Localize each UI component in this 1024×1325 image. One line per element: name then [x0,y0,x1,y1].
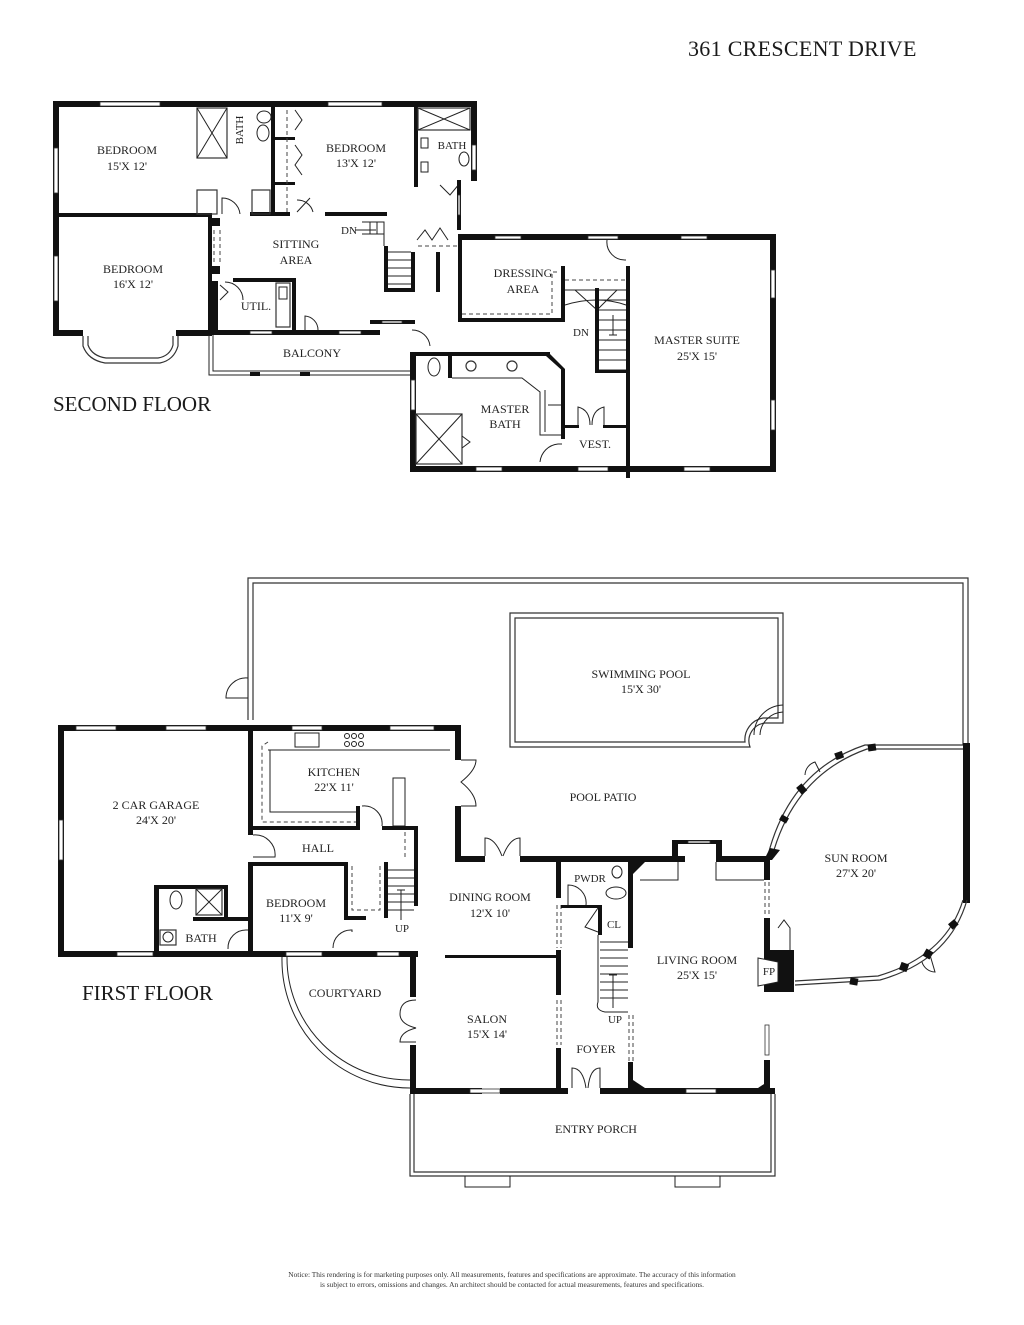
room-label-sitting: SITTING [273,237,320,251]
stair-icon [355,221,411,285]
room-label-bedroom-b: BEDROOM [326,141,386,155]
room-size-sunroom: 27'X 20' [836,866,876,880]
room-label-pool-patio: POOL PATIO [570,790,637,804]
room-size-bedroom-1f: 11'X 9' [279,911,313,925]
second-floor-plan: BATH BATH [53,101,776,478]
stair-label-up-b: UP [608,1014,622,1026]
room-size-pool: 15'X 30' [621,682,661,696]
stair-icon [388,869,414,920]
first-floor-plan: BATH UP [58,577,970,1188]
room-label-balcony: BALCONY [283,346,341,360]
room-label-dining: DINING ROOM [449,890,531,904]
room-label-sunroom: SUN ROOM [824,851,887,865]
room-label-courtyard: COURTYARD [309,986,382,1000]
disclaimer-notice: Notice: This rendering is for marketing … [200,1270,824,1289]
room-label-bedroom-a: BEDROOM [97,143,157,157]
room-size-living: 25'X 15' [677,968,717,982]
stair-label-dn-b: DN [573,327,589,339]
stair-label-dn-a: DN [341,225,357,237]
room-size-dining: 12'X 10' [470,906,510,920]
second-floor-title: SECOND FLOOR [53,392,211,416]
room-size-bedroom-c: 16'X 12' [113,277,153,291]
room-label-garage: 2 CAR GARAGE [113,798,200,812]
room-size-salon: 15'X 14' [467,1027,507,1041]
room-label-foyer: FOYER [576,1042,615,1056]
room-size-garage: 24'X 20' [136,813,176,827]
room-label-pool: SWIMMING POOL [592,667,691,681]
room-label-bedroom-1f: BEDROOM [266,896,326,910]
room-label-kitchen: KITCHEN [308,765,361,779]
room-label-vest: VEST. [579,437,611,451]
sun-room [764,743,970,986]
notice-line-2: is subject to errors, omissions and chan… [320,1279,704,1289]
room-label-util: UTIL. [241,299,271,313]
stair-label-up-a: UP [395,923,409,935]
room-label-bath-2f-b: BATH [438,140,467,152]
room-size-bedroom-b: 13'X 12' [336,156,376,170]
room-size-dressing: AREA [507,282,540,296]
room-label-cl: CL [607,919,621,931]
stove-icon [344,733,364,747]
room-size-kitchen: 22'X 11' [314,780,354,794]
room-label-master-bath: MASTER [481,402,530,416]
room-label-bath-2f-a: BATH [234,116,246,145]
room-label-bedroom-c: BEDROOM [103,262,163,276]
room-label-living: LIVING ROOM [657,953,738,967]
room-label-hall: HALL [302,841,334,855]
room-label-bath-1f: BATH [185,931,217,945]
room-label-salon: SALON [467,1012,507,1026]
room-label-entry-porch: ENTRY PORCH [555,1122,637,1136]
room-label-dressing: DRESSING [494,266,553,280]
swimming-pool [509,612,784,748]
stair-icon [596,935,628,1013]
room-size-master-bath: BATH [489,417,521,431]
room-label-pwdr: PWDR [574,873,606,885]
room-label-master-suite: MASTER SUITE [654,333,740,347]
room-size-sitting: AREA [280,253,313,267]
room-size-master-suite: 25'X 15' [677,349,717,363]
room-size-bedroom-a: 15'X 12' [107,159,147,173]
page-title: 361 CRESCENT DRIVE [688,36,917,61]
notice-line-1: Notice: This rendering is for marketing … [288,1270,736,1279]
fireplace-label: FP [763,966,775,978]
first-floor-title: FIRST FLOOR [82,981,213,1005]
